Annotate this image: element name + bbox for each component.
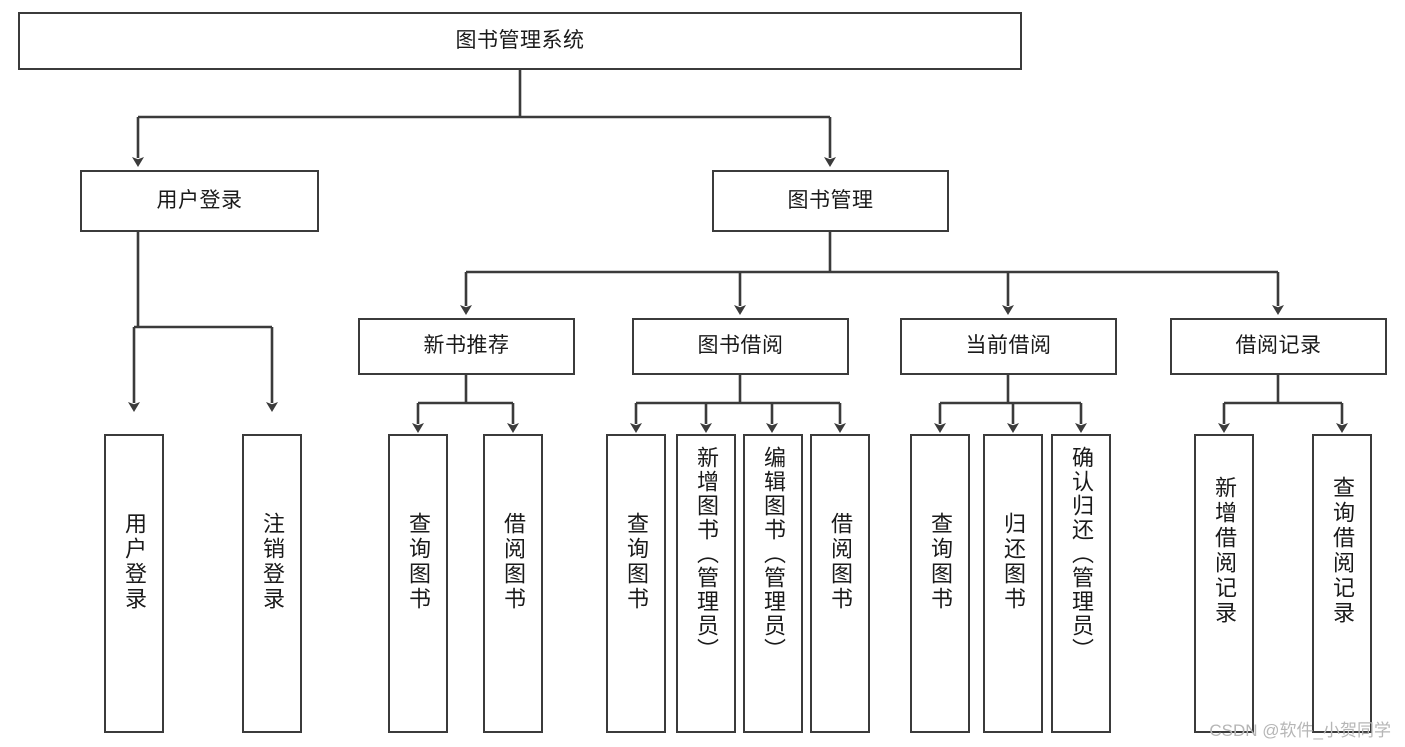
- leaf-query-book-1[interactable]: 查询图书: [388, 434, 448, 733]
- leaf-query-book-1-label: 查询图书: [406, 512, 431, 612]
- node-book-manage-label: 图书管理: [787, 188, 874, 212]
- leaf-return-book-label: 归还图书: [1001, 512, 1026, 612]
- leaf-confirm-return[interactable]: 确认归还（管理员）: [1051, 434, 1111, 733]
- node-user-login-label: 用户登录: [156, 188, 243, 212]
- leaf-user-login-label: 用户登录: [122, 512, 147, 612]
- node-current-borrow-label: 当前借阅: [965, 334, 1052, 358]
- leaf-borrow-book-1[interactable]: 借阅图书: [483, 434, 543, 733]
- node-book-manage[interactable]: 图书管理: [712, 170, 949, 232]
- node-new-book-recommend-label: 新书推荐: [423, 334, 510, 358]
- leaf-logout-login-label: 注销登录: [260, 512, 285, 612]
- leaf-borrow-book-2[interactable]: 借阅图书: [810, 434, 870, 733]
- leaf-confirm-return-label: 确认归还（管理员）: [1069, 446, 1094, 662]
- leaf-logout-login[interactable]: 注销登录: [242, 434, 302, 733]
- node-new-book-recommend[interactable]: 新书推荐: [358, 318, 575, 375]
- node-user-login[interactable]: 用户登录: [80, 170, 319, 232]
- leaf-add-record[interactable]: 新增借阅记录: [1194, 434, 1254, 733]
- watermark: CSDN @软件_小贺同学: [1209, 721, 1391, 740]
- leaf-edit-book-label: 编辑图书（管理员）: [761, 446, 786, 662]
- leaf-return-book[interactable]: 归还图书: [983, 434, 1043, 733]
- leaf-query-book-3-label: 查询图书: [928, 512, 953, 612]
- leaf-edit-book[interactable]: 编辑图书（管理员）: [743, 434, 803, 733]
- node-book-borrow[interactable]: 图书借阅: [632, 318, 849, 375]
- leaf-user-login[interactable]: 用户登录: [104, 434, 164, 733]
- node-root-label: 图书管理系统: [455, 28, 585, 52]
- leaf-query-book-2-label: 查询图书: [624, 512, 649, 612]
- leaf-add-book-label: 新增图书（管理员）: [694, 446, 719, 662]
- leaf-query-book-2[interactable]: 查询图书: [606, 434, 666, 733]
- leaf-add-book[interactable]: 新增图书（管理员）: [676, 434, 736, 733]
- leaf-borrow-book-2-label: 借阅图书: [828, 512, 853, 612]
- node-current-borrow[interactable]: 当前借阅: [900, 318, 1117, 375]
- leaf-borrow-book-1-label: 借阅图书: [501, 512, 526, 612]
- leaf-query-record-label: 查询借阅记录: [1330, 476, 1355, 626]
- leaf-add-record-label: 新增借阅记录: [1212, 476, 1237, 626]
- node-borrow-record[interactable]: 借阅记录: [1170, 318, 1387, 375]
- node-root[interactable]: 图书管理系统: [18, 12, 1022, 70]
- node-borrow-record-label: 借阅记录: [1235, 334, 1322, 358]
- leaf-query-book-3[interactable]: 查询图书: [910, 434, 970, 733]
- leaf-query-record[interactable]: 查询借阅记录: [1312, 434, 1372, 733]
- node-book-borrow-label: 图书借阅: [697, 334, 784, 358]
